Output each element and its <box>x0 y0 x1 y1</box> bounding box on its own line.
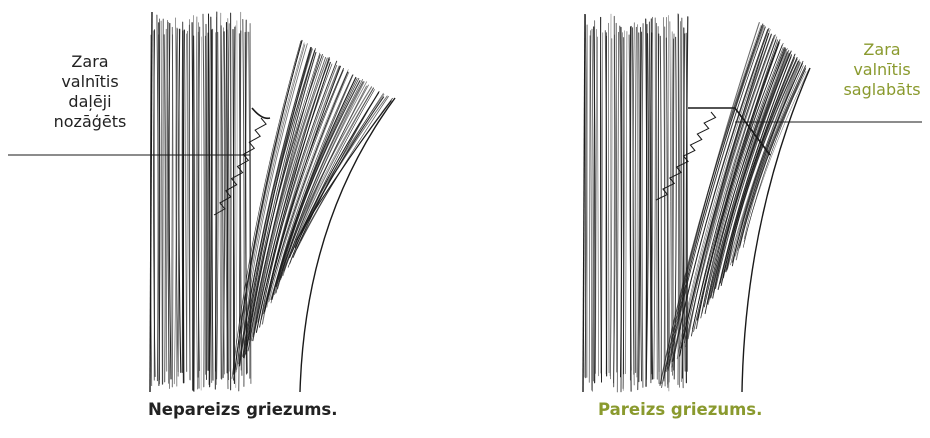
left-label-line-4: nozāģēts <box>40 112 140 132</box>
left-label-line-3: daļēji <box>40 92 140 112</box>
incorrect-cut-drawing <box>150 12 395 392</box>
correct-cut-caption: Pareizs griezums. <box>598 400 762 419</box>
incorrect-cut-caption: Nepareizs griezums. <box>148 400 338 419</box>
left-label-line-1: Zara <box>40 52 140 72</box>
right-branch-collar-label: Zara valnītis saglabāts <box>832 40 930 100</box>
right-label-line-2: valnītis <box>832 60 930 80</box>
left-branch-collar-label: Zara valnītis daļēji nozāģēts <box>40 52 140 132</box>
right-label-line-3: saglabāts <box>832 80 930 100</box>
right-label-line-1: Zara <box>832 40 930 60</box>
correct-cut-drawing <box>583 14 810 392</box>
left-label-line-2: valnītis <box>40 72 140 92</box>
